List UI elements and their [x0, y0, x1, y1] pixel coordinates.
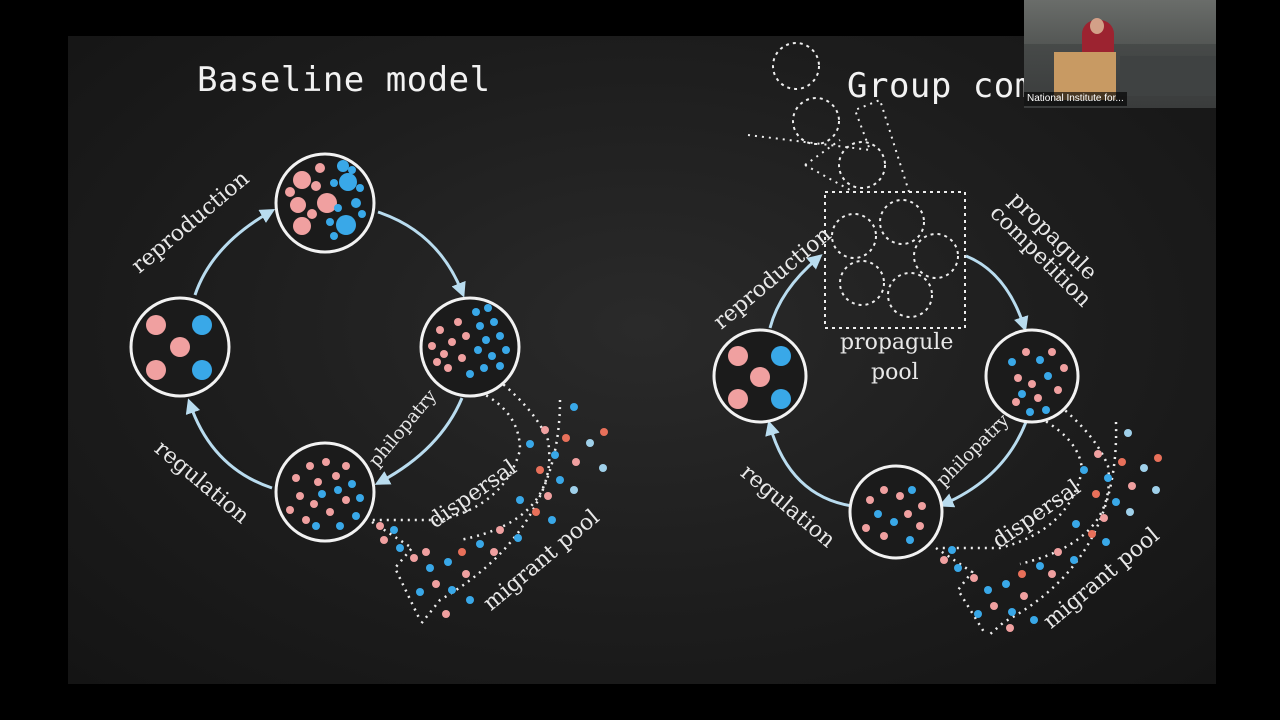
baseline-model-title: Baseline model [197, 60, 491, 100]
group-circle-bottom-group [848, 464, 944, 560]
migrant-pool-edge-group-2 [935, 546, 986, 633]
arrow-propagule-competition [965, 254, 1029, 332]
arrow-philopatry-group [938, 421, 1028, 508]
dispersal-path-baseline-2 [459, 379, 551, 542]
speaker-video-thumbnail[interactable]: National Institute for... [1024, 0, 1216, 108]
pip-bench [1120, 56, 1216, 96]
migrant-pool-edge-baseline-2 [371, 520, 422, 621]
individuals-bottom-baseline [286, 458, 364, 530]
arrow-top-to-right-baseline [377, 210, 466, 298]
individuals-top-baseline [285, 160, 366, 240]
group-competition-cycle [712, 42, 1162, 637]
migrant-pool-edge-group [987, 421, 1118, 637]
dispersal-path-baseline [372, 390, 522, 522]
arrow-reproduction-baseline [193, 209, 276, 296]
baseline-cycle [129, 152, 608, 626]
dispersal-path-group [940, 416, 1084, 550]
propagule-pool-box [824, 191, 966, 329]
label-propagule-pool-1: propagule [840, 330, 954, 355]
individuals-left-group [728, 346, 791, 409]
migrant-individuals-group [940, 429, 1162, 632]
arrow-regulation-group [765, 420, 853, 508]
individuals-left-baseline [146, 315, 212, 380]
group-circle-right-group [984, 328, 1080, 424]
label-propagule-pool-2: pool [871, 360, 919, 385]
incoming-propagules [747, 42, 911, 196]
pip-whiteboard [1024, 0, 1216, 44]
arrow-reproduction-group [768, 254, 823, 329]
individuals-right-baseline [428, 304, 510, 378]
individuals-bottom-group [862, 486, 926, 544]
arrow-philopatry-baseline [374, 397, 464, 485]
pip-caption: National Institute for... [1024, 92, 1127, 106]
migrant-individuals-baseline [376, 403, 608, 618]
arrow-regulation-baseline [185, 398, 273, 490]
propagule-pool-groups [831, 199, 959, 318]
pip-speaker-head [1090, 18, 1104, 34]
individuals-right-group [1008, 348, 1068, 416]
migrant-pool-edge-baseline [419, 399, 562, 626]
group-model-title: Group com [847, 66, 1036, 106]
